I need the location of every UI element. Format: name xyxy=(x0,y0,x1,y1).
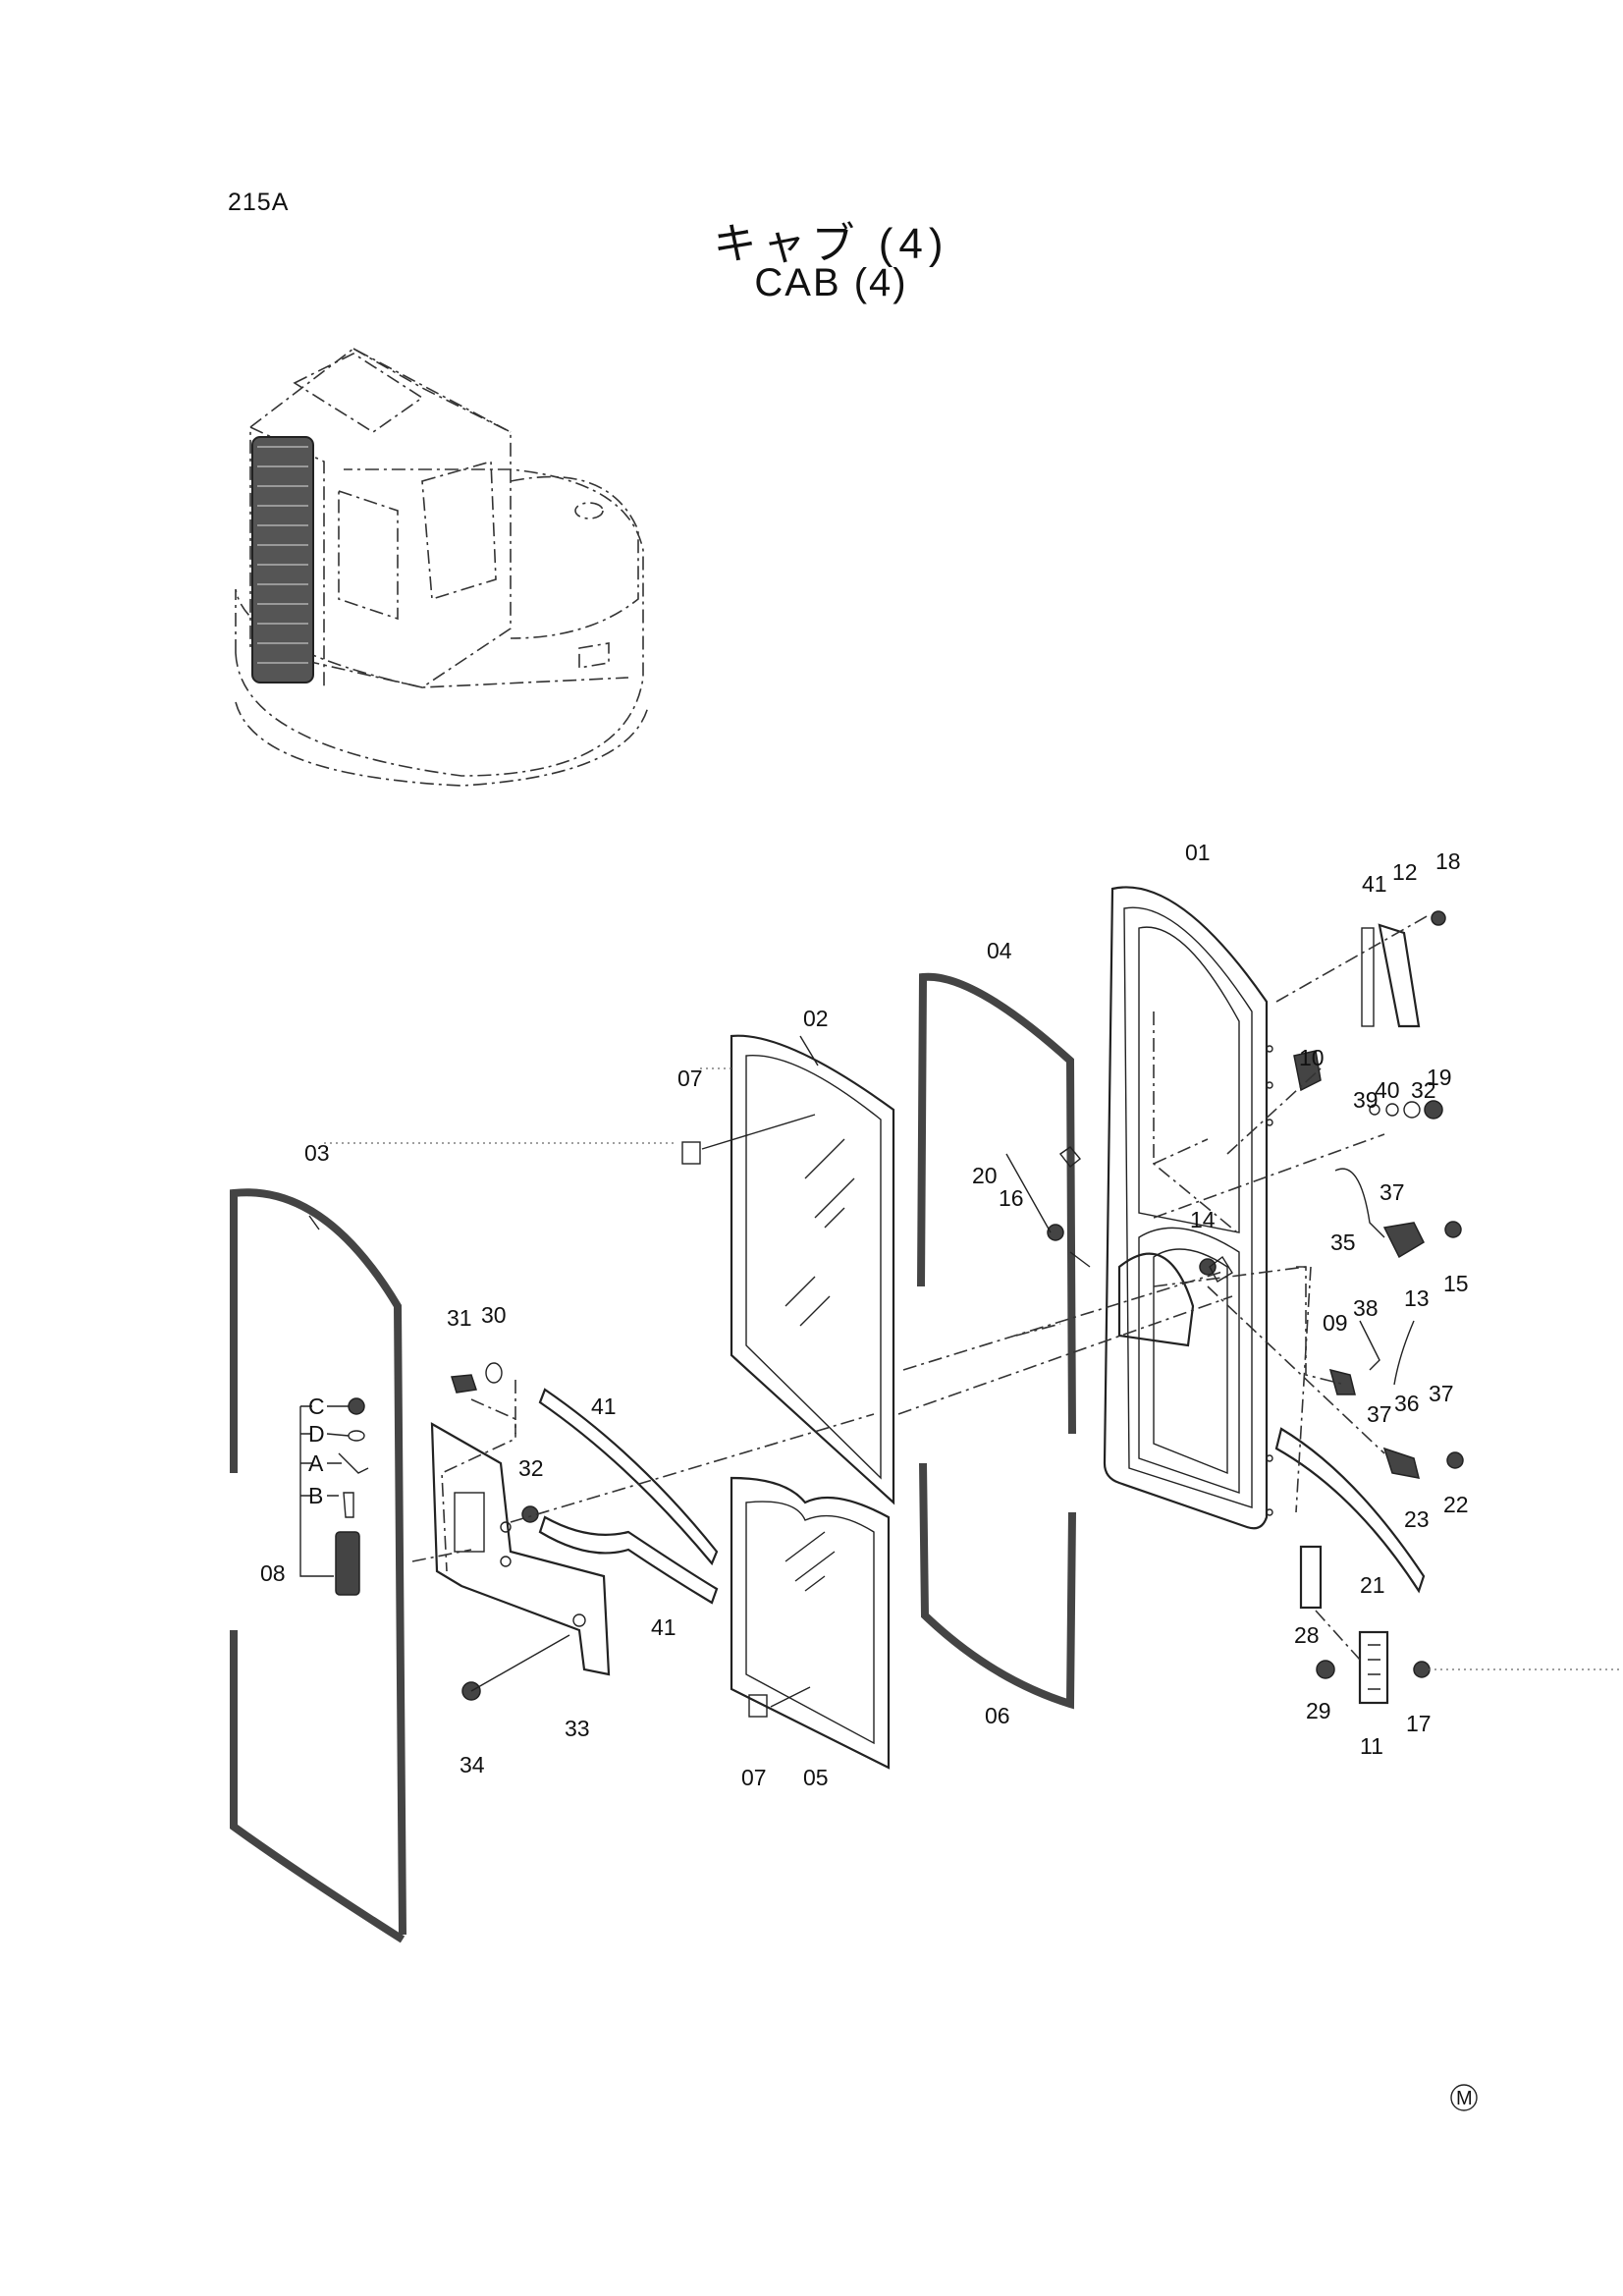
title-japanese: キャブ (4) xyxy=(713,220,949,268)
part-41-strip-upper xyxy=(538,1388,719,1566)
part-41-strip-lower xyxy=(538,1515,719,1605)
callout-label: 09 xyxy=(1323,1310,1348,1336)
callout-label: 33 xyxy=(565,1716,590,1741)
callout-label: 19 xyxy=(1427,1065,1452,1090)
page-code: 215A xyxy=(228,189,290,216)
callout-label: 41 xyxy=(1362,871,1387,897)
callout-label: 30 xyxy=(481,1302,507,1328)
part-07-sticker-upper xyxy=(681,1141,701,1165)
detail-letter-d: D xyxy=(308,1421,325,1447)
callout-label: 04 xyxy=(987,938,1012,963)
part-06-lower-seal xyxy=(919,1462,1076,1710)
leader-lines xyxy=(308,914,1623,1708)
callout-label: 22 xyxy=(1443,1492,1469,1517)
mark-letter: M xyxy=(1456,2088,1473,2109)
callout-label: 12 xyxy=(1392,859,1418,885)
callout-label: 10 xyxy=(1299,1045,1325,1070)
callout-label: 28 xyxy=(1294,1622,1320,1648)
part-08-inner-handle xyxy=(299,1397,369,1596)
callout-label: 03 xyxy=(304,1140,330,1166)
part-05-lower-glass xyxy=(730,1476,891,1770)
part-03-door-seal xyxy=(230,1188,406,1943)
callout-label: 15 xyxy=(1443,1271,1469,1296)
callout-label: 40 xyxy=(1375,1077,1400,1103)
cab-overview-illustration xyxy=(235,348,649,787)
callout-label: 29 xyxy=(1306,1698,1331,1723)
callout-label: 17 xyxy=(1406,1711,1432,1736)
detail-letter-b: B xyxy=(308,1483,323,1508)
callout-label: 32 xyxy=(1411,1077,1436,1103)
detail-letter-a: A xyxy=(308,1450,324,1476)
callout-label: 36 xyxy=(1394,1391,1420,1416)
callout-label: 20 xyxy=(972,1163,998,1188)
callout-label: 35 xyxy=(1330,1230,1356,1255)
callout-label: 39 xyxy=(1353,1087,1379,1113)
callout-label: 38 xyxy=(1353,1295,1379,1321)
callout-label: 02 xyxy=(803,1006,829,1031)
part-33-inner-plate xyxy=(430,1422,611,1676)
callout-label: 05 xyxy=(803,1765,829,1790)
part-01-door-frame xyxy=(1103,886,1273,1530)
part-02-upper-glass xyxy=(730,1034,895,1505)
callout-label: 37 xyxy=(1429,1381,1454,1406)
circled-mark: M xyxy=(1450,2084,1478,2111)
callout-label: 41 xyxy=(651,1614,676,1640)
callout-label: 23 xyxy=(1404,1506,1430,1532)
callout-labels: 01 02 03 04 05 06 07 07 08 09 10 11 12 1… xyxy=(260,840,1469,1790)
callout-label: 34 xyxy=(460,1752,485,1777)
part-07-sticker-lower xyxy=(748,1694,768,1718)
callout-label: 37 xyxy=(1367,1401,1392,1427)
callout-label: 14 xyxy=(1190,1207,1216,1232)
callout-label: 41 xyxy=(591,1394,617,1419)
callout-label: 11 xyxy=(1360,1733,1383,1759)
title-english: CAB (4) xyxy=(754,261,908,304)
part-04-upper-seal xyxy=(917,972,1076,1435)
callout-label: 13 xyxy=(1404,1285,1430,1311)
callout-label: 37 xyxy=(1380,1179,1405,1205)
callout-label: 07 xyxy=(677,1066,703,1091)
callout-label: 31 xyxy=(447,1305,472,1331)
callout-label: 07 xyxy=(741,1765,767,1790)
small-hardware xyxy=(451,910,1464,1705)
detail-letters: C D A B xyxy=(300,1394,350,1508)
callout-label: 08 xyxy=(260,1560,286,1586)
callout-label: 16 xyxy=(999,1185,1024,1211)
callout-label: 01 xyxy=(1185,840,1211,865)
callout-label: 32 xyxy=(518,1455,544,1481)
callout-label: 21 xyxy=(1360,1572,1385,1598)
callout-label: 18 xyxy=(1435,848,1461,874)
detail-letter-c: C xyxy=(308,1394,325,1419)
callout-label: 06 xyxy=(985,1703,1010,1728)
